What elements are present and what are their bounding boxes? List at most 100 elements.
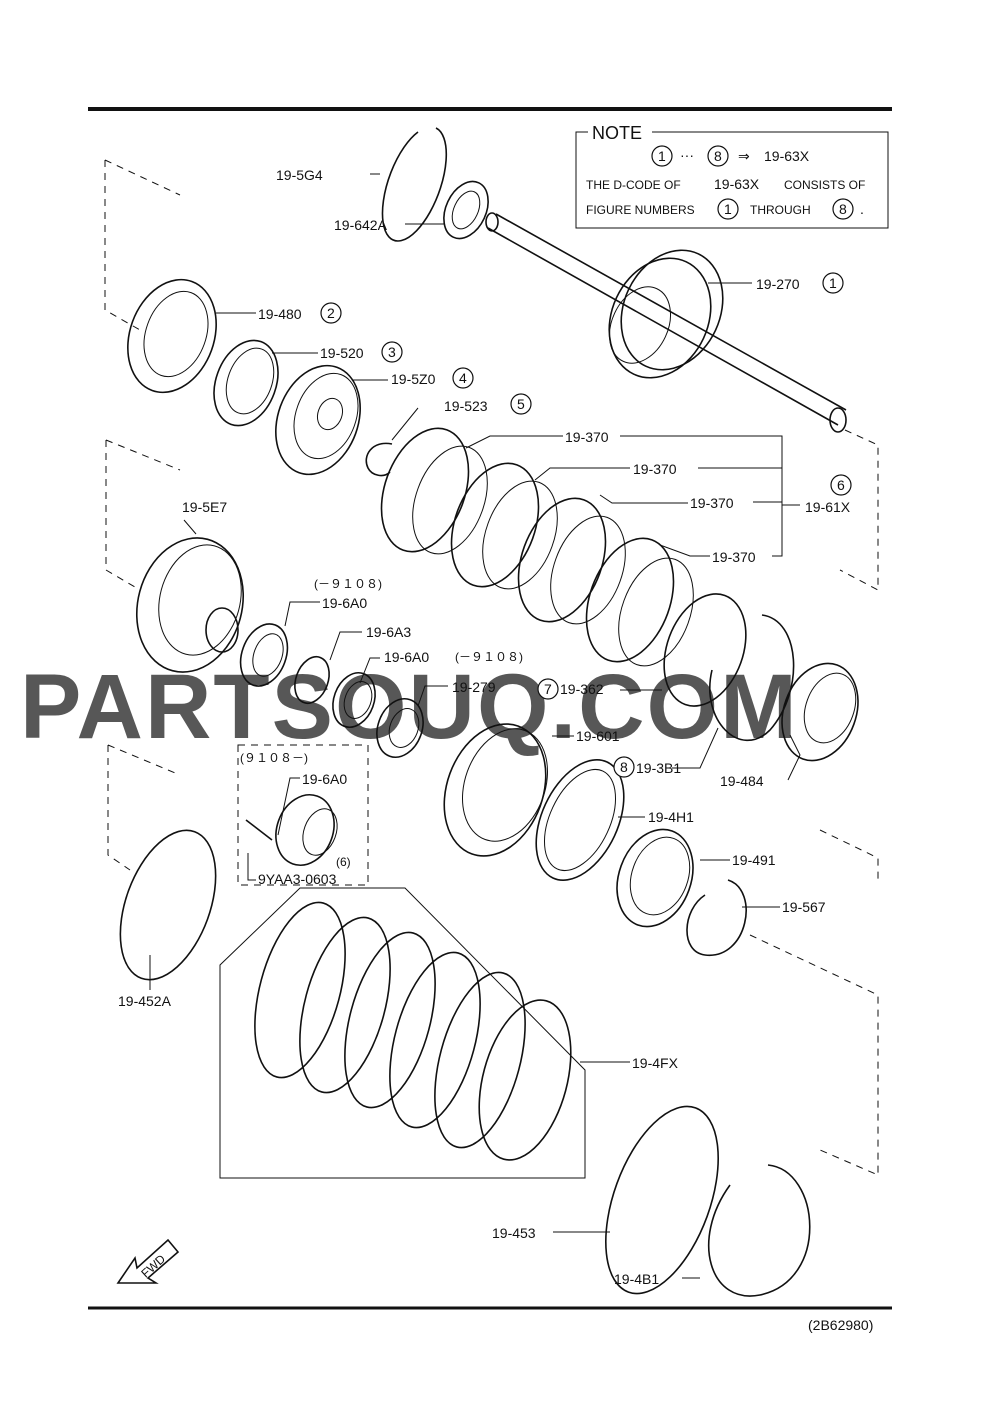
- label-19-453: 19-453: [492, 1225, 536, 1241]
- bearing-19-642A: [443, 180, 489, 240]
- label-19-491: 19-491: [732, 852, 776, 868]
- label-19-520: 19-520: [320, 345, 364, 361]
- label-19-270: 19-270: [756, 276, 800, 292]
- snap-ring-19-4B1: [707, 1164, 811, 1297]
- fwd-label: FWD: [138, 1252, 168, 1281]
- label-19-4FX: 19-4FX: [632, 1055, 679, 1071]
- label-19-279: 19-279: [452, 679, 496, 695]
- snap-ring-19-5G4: [381, 127, 448, 242]
- retaining-plate-19-362: [663, 593, 747, 707]
- label-19-362: 19-362: [560, 681, 604, 697]
- label-19-370-c: 19-370: [690, 495, 734, 511]
- snap-ring-19-3B1: [709, 614, 795, 742]
- circle-4: 4: [452, 367, 474, 389]
- inset-box: [237, 744, 369, 886]
- diagram-code: (2B62980): [808, 1317, 873, 1333]
- label-19-4B1: 19-4B1: [614, 1271, 659, 1287]
- assembly-guides: [104, 159, 879, 1176]
- label-19-6A0: 19-6A0: [322, 595, 367, 611]
- plate-19-453: [605, 1105, 719, 1295]
- note-line3-end: .: [860, 201, 864, 217]
- svg-text:1: 1: [658, 148, 666, 164]
- label-19-523: 19-523: [444, 398, 488, 414]
- note-circle-8b: 8: [832, 198, 854, 220]
- label-19-4H1: 19-4H1: [648, 809, 694, 825]
- note-line2-b: 19-63X: [714, 176, 760, 192]
- note-range-dots: ···: [680, 147, 694, 163]
- note-box: NOTE 1 ··· 8 ⇒ 19-63X THE D-CODE OF 19-6…: [575, 123, 889, 229]
- label-19-567: 19-567: [782, 899, 826, 915]
- label-19-642A: 19-642A: [334, 217, 388, 233]
- piston-19-480: [127, 278, 217, 394]
- piston-19-491: [616, 828, 694, 928]
- watermark: PARTSOUQ.COM: [20, 656, 799, 758]
- spring-retainer-19-5Z0: [275, 364, 361, 476]
- svg-text:8: 8: [839, 201, 847, 217]
- label-19-3B1: 19-3B1: [636, 760, 681, 776]
- label-19-484: 19-484: [720, 773, 764, 789]
- circle-1: 1: [822, 272, 844, 294]
- label-19-370-a: 19-370: [565, 429, 609, 445]
- svg-text:1: 1: [829, 275, 837, 291]
- circle-6: 6: [830, 474, 852, 496]
- svg-text:5: 5: [517, 396, 525, 412]
- svg-text:8: 8: [714, 148, 722, 164]
- bushing-19-6A0: [239, 623, 289, 687]
- fwd-arrow-icon: FWD: [116, 1238, 180, 1284]
- label-19-5Z0: 19-5Z0: [391, 371, 436, 387]
- drum-19-484: [781, 662, 859, 762]
- svg-text:1: 1: [724, 201, 732, 217]
- circle-5: 5: [510, 393, 532, 415]
- label-19-370-d: 19-370: [712, 549, 756, 565]
- label-inset-qty: (6): [336, 855, 351, 869]
- label-19-6A0-b: 19-6A0: [384, 649, 429, 665]
- svg-text:4: 4: [459, 370, 467, 386]
- snap-ring-19-523: [365, 442, 393, 477]
- label-19-6A3: 19-6A3: [366, 624, 411, 640]
- washer-19-6A3: [294, 655, 330, 705]
- circle-8: 8: [613, 756, 635, 778]
- note-line3-b: THROUGH: [750, 203, 811, 217]
- circle-3: 3: [381, 341, 403, 363]
- note-title: NOTE: [592, 123, 642, 143]
- seal-19-520: [213, 339, 279, 427]
- circle-2: 2: [320, 302, 342, 324]
- label-19-61X: 19-61X: [805, 499, 851, 515]
- drum-19-601: [443, 723, 549, 857]
- note-circle-1: 1: [651, 145, 673, 167]
- svg-text:3: 3: [388, 344, 396, 360]
- clutch-plates-19-370: [380, 427, 694, 667]
- circle-7: 7: [537, 678, 559, 700]
- label-6A0-b-range: (－９１０８): [455, 650, 523, 664]
- label-19-5G4: 19-5G4: [276, 167, 323, 183]
- label-19-480: 19-480: [258, 306, 302, 322]
- label-6A0-range: (－９１０８): [314, 577, 382, 591]
- snap-ring-19-567: [686, 879, 747, 956]
- svg-text:7: 7: [544, 681, 552, 697]
- note-circle-1b: 1: [717, 198, 739, 220]
- note-line2-a: THE D-CODE OF: [586, 178, 681, 192]
- leader-lines: [149, 173, 801, 1279]
- note-circle-8: 8: [707, 145, 729, 167]
- note-arrow: ⇒: [738, 148, 750, 164]
- seal-ring-19-452A: [119, 829, 217, 981]
- label-19-5E7: 19-5E7: [182, 499, 227, 515]
- label-19-452A: 19-452A: [118, 993, 172, 1009]
- gear-19-5E7: [135, 537, 245, 673]
- note-line2-c: CONSISTS OF: [784, 178, 865, 192]
- label-19-601: 19-601: [576, 728, 620, 744]
- svg-text:8: 8: [620, 759, 628, 775]
- label-9YAA3-0603: 9YAA3-0603: [258, 871, 337, 887]
- output-shaft-19-270: [485, 212, 847, 433]
- note-line3-a: FIGURE NUMBERS: [586, 203, 695, 217]
- svg-text:6: 6: [837, 477, 845, 493]
- bearing-19-279: [376, 698, 424, 758]
- svg-text:2: 2: [327, 305, 335, 321]
- spring-19-4H1: [535, 759, 625, 881]
- note-range-target: 19-63X: [764, 148, 810, 164]
- part-labels: 19-5G4 19-642A 19-270 1 19-480 2 19-520 …: [118, 167, 852, 1287]
- label-19-6A0-c: 19-6A0: [302, 771, 347, 787]
- label-19-370-b: 19-370: [633, 461, 677, 477]
- clutch-pack-19-4FX: [219, 887, 586, 1179]
